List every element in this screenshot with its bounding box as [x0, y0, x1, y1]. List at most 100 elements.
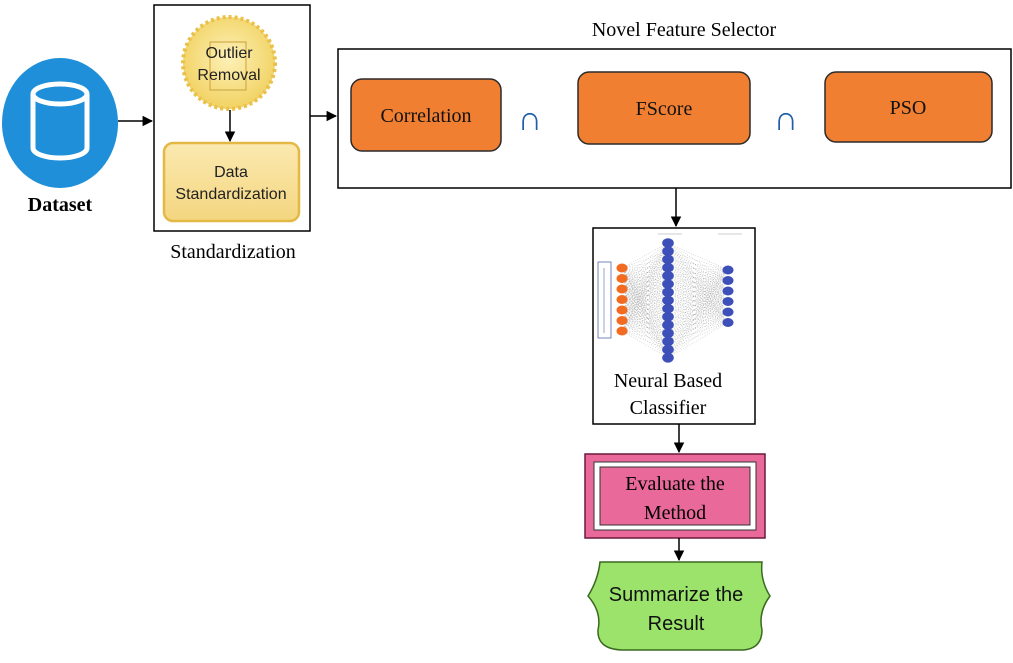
- nn-edge: [621, 278, 669, 326]
- nn-edge: [621, 259, 669, 279]
- nn-edge: [667, 280, 729, 350]
- nn-edge: [621, 278, 669, 293]
- nn-edge: [667, 311, 729, 358]
- intersection-symbol-2: ∩: [774, 100, 798, 138]
- nn-edge: [621, 300, 669, 321]
- nn-edge: [667, 259, 729, 281]
- nn-edge: [667, 322, 729, 350]
- nn-edge: [667, 283, 729, 292]
- nn-edge: [621, 283, 669, 332]
- fscore-box: [577, 71, 751, 145]
- nn-edge: [667, 300, 729, 323]
- nn-edge: [667, 251, 729, 292]
- nn-edge: [621, 309, 669, 358]
- nn-neuron: [662, 254, 674, 265]
- nn-neuron: [616, 295, 628, 304]
- nn-edge: [667, 269, 729, 358]
- nn-edge: [621, 308, 669, 332]
- nn-edge: [667, 290, 729, 342]
- nn-neuron: [662, 312, 674, 322]
- nn-edge: [621, 278, 669, 342]
- nn-edge: [621, 267, 669, 290]
- nn-edge: [621, 288, 669, 293]
- nn-edge: [621, 299, 669, 317]
- nn-edge: [621, 316, 669, 321]
- nn-edge: [621, 299, 669, 309]
- nn-edge: [621, 275, 669, 290]
- nn-edge: [621, 278, 669, 301]
- nn-edge: [667, 269, 729, 342]
- classifier-label-line2: Classifier: [630, 397, 707, 419]
- feature-selector-group: Novel Feature Selector Correlation ∩ FSc…: [337, 19, 1012, 189]
- nn-edge: [621, 316, 669, 332]
- nn-edge: [621, 320, 669, 342]
- nn-edge: [621, 292, 669, 321]
- nn-edge: [667, 280, 729, 301]
- nn-edge: [621, 267, 669, 293]
- nn-edge: [621, 267, 669, 332]
- nn-edge: [667, 251, 729, 313]
- nn-edge: [621, 320, 669, 326]
- nn-edge: [621, 300, 669, 332]
- outlier-removal-seal: Outlier Removal: [181, 15, 277, 111]
- pso-box: [824, 71, 993, 143]
- nn-edge: [621, 267, 669, 285]
- nn-neuron: [662, 344, 674, 355]
- nn-neuron: [722, 307, 734, 317]
- nn-edge: [621, 309, 669, 350]
- nn-edge: [667, 275, 729, 292]
- nn-neuron: [722, 286, 734, 296]
- nn-edge: [667, 290, 729, 301]
- correlation-label: Correlation: [380, 105, 471, 127]
- nn-edge: [667, 301, 729, 350]
- nn-edge: [667, 275, 729, 313]
- nn-edge: [621, 278, 669, 309]
- nn-edge: [667, 290, 729, 293]
- nn-edge: [621, 259, 669, 321]
- nn-edge: [667, 316, 729, 323]
- neural-network-icon: [597, 233, 742, 363]
- nn-edge: [667, 259, 729, 271]
- dataset-node: Dataset: [2, 58, 118, 216]
- fscore-label: FScore: [636, 98, 693, 120]
- nn-edge: [667, 301, 729, 317]
- nn-edge: [667, 280, 729, 285]
- nn-edge: [621, 259, 669, 269]
- nn-edge: [667, 242, 729, 271]
- nn-edge: [667, 311, 729, 350]
- evaluate-group: Evaluate the Method: [584, 453, 766, 539]
- nn-neuron: [662, 320, 674, 330]
- nn-edge: [621, 278, 669, 358]
- nn-edge: [621, 267, 669, 342]
- nn-edge: [667, 267, 729, 271]
- nn-edge: [667, 242, 729, 281]
- nn-edge: [621, 242, 669, 290]
- nn-edge: [667, 283, 729, 323]
- nn-neuron: [722, 276, 734, 285]
- nn-neuron: [616, 263, 628, 273]
- method-pso: PSO: [824, 71, 993, 143]
- nn-neuron: [662, 262, 674, 273]
- nn-edge: [667, 280, 729, 309]
- nn-edge: [621, 242, 669, 279]
- data-label-line1: Data: [214, 164, 248, 181]
- nn-neuron: [662, 238, 674, 248]
- nn-edge: [667, 301, 729, 309]
- nn-edge: [621, 308, 669, 311]
- nn-edge: [667, 283, 729, 302]
- nn-neuron: [616, 305, 628, 315]
- nn-neuron: [662, 271, 674, 281]
- classifier-frame: [592, 227, 756, 425]
- nn-edge: [621, 259, 669, 300]
- nn-edge: [621, 242, 669, 332]
- nn-edge: [667, 269, 729, 350]
- nn-edge: [667, 280, 729, 334]
- nn-edge: [621, 292, 669, 311]
- nn-edge: [667, 267, 729, 292]
- nn-edge: [621, 278, 669, 334]
- nn-edge: [621, 288, 669, 309]
- nn-edge: [667, 275, 729, 281]
- nn-edge: [621, 267, 669, 334]
- nn-edge: [621, 299, 669, 342]
- nn-edge: [621, 324, 669, 332]
